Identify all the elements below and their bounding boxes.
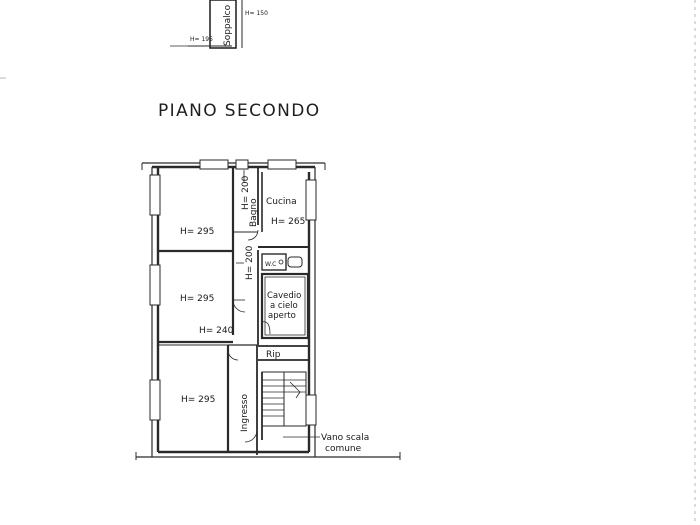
cavedio-label-line1: Cavedio xyxy=(267,291,301,301)
rip-label: Rip xyxy=(266,350,281,360)
ingresso-label: Ingresso xyxy=(240,394,250,432)
cavedio-label-line2: a cielo xyxy=(270,301,298,311)
bagno-height: H= 200 xyxy=(241,175,251,210)
stairwell xyxy=(261,371,307,440)
cucina-label: Cucina xyxy=(266,197,297,207)
bagno-label: Bagno xyxy=(249,198,259,227)
room-mid-left-low-height: H= 240 xyxy=(199,326,234,336)
wc-label: W.C xyxy=(265,261,276,268)
room-bottom-left-height: H= 295 xyxy=(181,395,215,405)
soppalco-label: Soppalco xyxy=(223,4,233,46)
upper-height-left: H= 195 xyxy=(190,36,213,43)
upper-fragment xyxy=(170,0,243,49)
wc-room xyxy=(261,253,303,271)
interior-walls xyxy=(158,167,309,455)
vano-scala-label-line1: Vano scala xyxy=(321,433,369,443)
upper-height-right: H= 150 xyxy=(245,10,268,17)
door-swings xyxy=(227,170,259,443)
cucina-height: H= 265 xyxy=(271,217,305,227)
vano-scala-label-line2: comune xyxy=(325,444,362,454)
cavedio-shaft xyxy=(260,272,310,340)
windows-left xyxy=(149,174,161,421)
plan-title: PIANO SECONDO xyxy=(158,101,321,121)
cavedio-label-line3: aperto xyxy=(268,311,296,321)
room-top-left-height: H= 295 xyxy=(180,227,214,237)
room-mid-left-height: H= 295 xyxy=(180,294,214,304)
corridor-height: H= 200 xyxy=(245,245,255,280)
windows-top xyxy=(199,159,297,170)
